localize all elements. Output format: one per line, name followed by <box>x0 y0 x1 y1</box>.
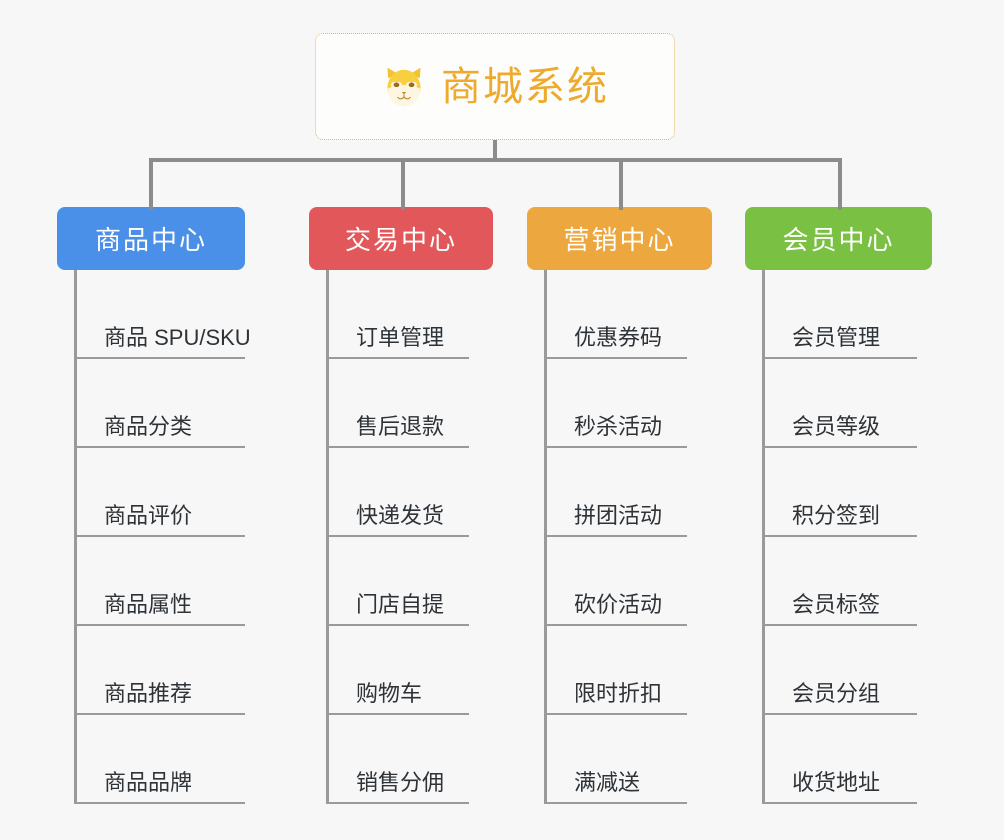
leaf-underline <box>765 713 917 715</box>
leaf-underline <box>77 535 245 537</box>
leaf-item[interactable]: 商品品牌 <box>74 715 245 804</box>
drop-connector-2 <box>619 158 623 210</box>
leaf-item[interactable]: 砍价活动 <box>544 537 712 626</box>
leaf-label: 积分签到 <box>792 503 881 528</box>
leaf-item[interactable]: 订单管理 <box>326 270 493 359</box>
branch-header-4[interactable]: 会员中心 <box>745 207 932 270</box>
leaf-item[interactable]: 购物车 <box>326 626 493 715</box>
leaf-underline <box>765 535 917 537</box>
leaf-list-3: 优惠券码秒杀活动拼团活动砍价活动限时折扣满减送 <box>527 270 712 804</box>
spine-connector-4 <box>762 270 765 804</box>
leaf-item[interactable]: 收货地址 <box>762 715 932 804</box>
spine-connector-1 <box>74 270 77 804</box>
leaf-item[interactable]: 商品 SPU/SKU <box>74 270 251 359</box>
leaf-item[interactable]: 满减送 <box>544 715 712 804</box>
leaf-label: 满减送 <box>574 770 641 795</box>
leaf-item[interactable]: 秒杀活动 <box>544 359 712 448</box>
leaf-underline <box>77 802 245 804</box>
leaf-underline <box>77 624 245 626</box>
leaf-item[interactable]: 售后退款 <box>326 359 493 448</box>
leaf-underline <box>765 624 917 626</box>
leaf-label: 售后退款 <box>356 414 445 439</box>
leaf-underline <box>329 713 469 715</box>
leaf-underline <box>329 624 469 626</box>
leaf-underline <box>77 446 245 448</box>
spine-connector-2 <box>326 270 329 804</box>
leaf-label: 快递发货 <box>356 503 445 528</box>
branch-4: 会员中心会员管理会员等级积分签到会员标签会员分组收货地址 <box>745 207 932 804</box>
branch-header-2[interactable]: 交易中心 <box>309 207 493 270</box>
leaf-label: 拼团活动 <box>574 503 663 528</box>
leaf-underline <box>547 713 687 715</box>
leaf-item[interactable]: 优惠券码 <box>544 270 712 359</box>
leaf-label: 商品品牌 <box>104 770 193 795</box>
leaf-underline <box>547 446 687 448</box>
leaf-label: 优惠券码 <box>574 325 663 350</box>
leaf-item[interactable]: 快递发货 <box>326 448 493 537</box>
leaf-underline <box>77 713 245 715</box>
leaf-item[interactable]: 会员分组 <box>762 626 932 715</box>
spine-connector-3 <box>544 270 547 804</box>
leaf-label: 商品评价 <box>104 503 193 528</box>
leaf-label: 门店自提 <box>356 592 445 617</box>
leaf-item[interactable]: 拼团活动 <box>544 448 712 537</box>
leaf-underline <box>329 535 469 537</box>
leaf-label: 商品分类 <box>104 414 193 439</box>
leaf-label: 商品推荐 <box>104 681 193 706</box>
leaf-label: 秒杀活动 <box>574 414 663 439</box>
leaf-underline <box>765 357 917 359</box>
leaf-underline <box>329 446 469 448</box>
leaf-item[interactable]: 门店自提 <box>326 537 493 626</box>
leaf-list-4: 会员管理会员等级积分签到会员标签会员分组收货地址 <box>745 270 932 804</box>
leaf-list-2: 订单管理售后退款快递发货门店自提购物车销售分佣 <box>309 270 493 804</box>
leaf-item[interactable]: 会员等级 <box>762 359 932 448</box>
leaf-label: 会员分组 <box>792 681 881 706</box>
root-title: 商城系统 <box>441 64 609 109</box>
root-node[interactable]: 商城系统 <box>315 33 675 140</box>
leaf-label: 限时折扣 <box>574 681 663 706</box>
leaf-item[interactable]: 商品评价 <box>74 448 245 537</box>
bus-connector <box>149 158 842 162</box>
leaf-label: 订单管理 <box>356 325 445 350</box>
leaf-underline <box>329 357 469 359</box>
branch-header-1[interactable]: 商品中心 <box>57 207 245 270</box>
leaf-item[interactable]: 积分签到 <box>762 448 932 537</box>
drop-connector-0 <box>149 158 153 210</box>
drop-connector-3 <box>838 158 842 210</box>
shiba-dog-icon <box>381 64 427 110</box>
leaf-underline <box>329 802 469 804</box>
branch-2: 交易中心订单管理售后退款快递发货门店自提购物车销售分佣 <box>309 207 493 804</box>
leaf-underline <box>765 802 917 804</box>
leaf-item[interactable]: 商品分类 <box>74 359 245 448</box>
trunk-connector <box>493 140 497 162</box>
branch-header-3[interactable]: 营销中心 <box>527 207 712 270</box>
leaf-underline <box>547 357 687 359</box>
leaf-item[interactable]: 商品属性 <box>74 537 245 626</box>
leaf-label: 商品 SPU/SKU <box>104 325 251 350</box>
leaf-label: 收货地址 <box>792 770 881 795</box>
branch-3: 营销中心优惠券码秒杀活动拼团活动砍价活动限时折扣满减送 <box>527 207 712 804</box>
branch-1: 商品中心商品 SPU/SKU 商品分类商品评价商品属性商品推荐商品品牌 <box>57 207 251 804</box>
leaf-underline <box>77 357 245 359</box>
leaf-underline <box>547 535 687 537</box>
leaf-underline <box>547 802 687 804</box>
leaf-label: 会员管理 <box>792 325 881 350</box>
leaf-label: 会员标签 <box>792 592 881 617</box>
leaf-label: 会员等级 <box>792 414 881 439</box>
drop-connector-1 <box>401 158 405 210</box>
leaf-item[interactable]: 销售分佣 <box>326 715 493 804</box>
leaf-item[interactable]: 会员标签 <box>762 537 932 626</box>
leaf-label: 购物车 <box>356 681 423 706</box>
leaf-list-1: 商品 SPU/SKU 商品分类商品评价商品属性商品推荐商品品牌 <box>57 270 251 804</box>
leaf-underline <box>547 624 687 626</box>
leaf-underline <box>765 446 917 448</box>
leaf-label: 砍价活动 <box>574 592 663 617</box>
leaf-label: 商品属性 <box>104 592 193 617</box>
leaf-item[interactable]: 商品推荐 <box>74 626 245 715</box>
leaf-item[interactable]: 限时折扣 <box>544 626 712 715</box>
leaf-label: 销售分佣 <box>356 770 445 795</box>
leaf-item[interactable]: 会员管理 <box>762 270 932 359</box>
